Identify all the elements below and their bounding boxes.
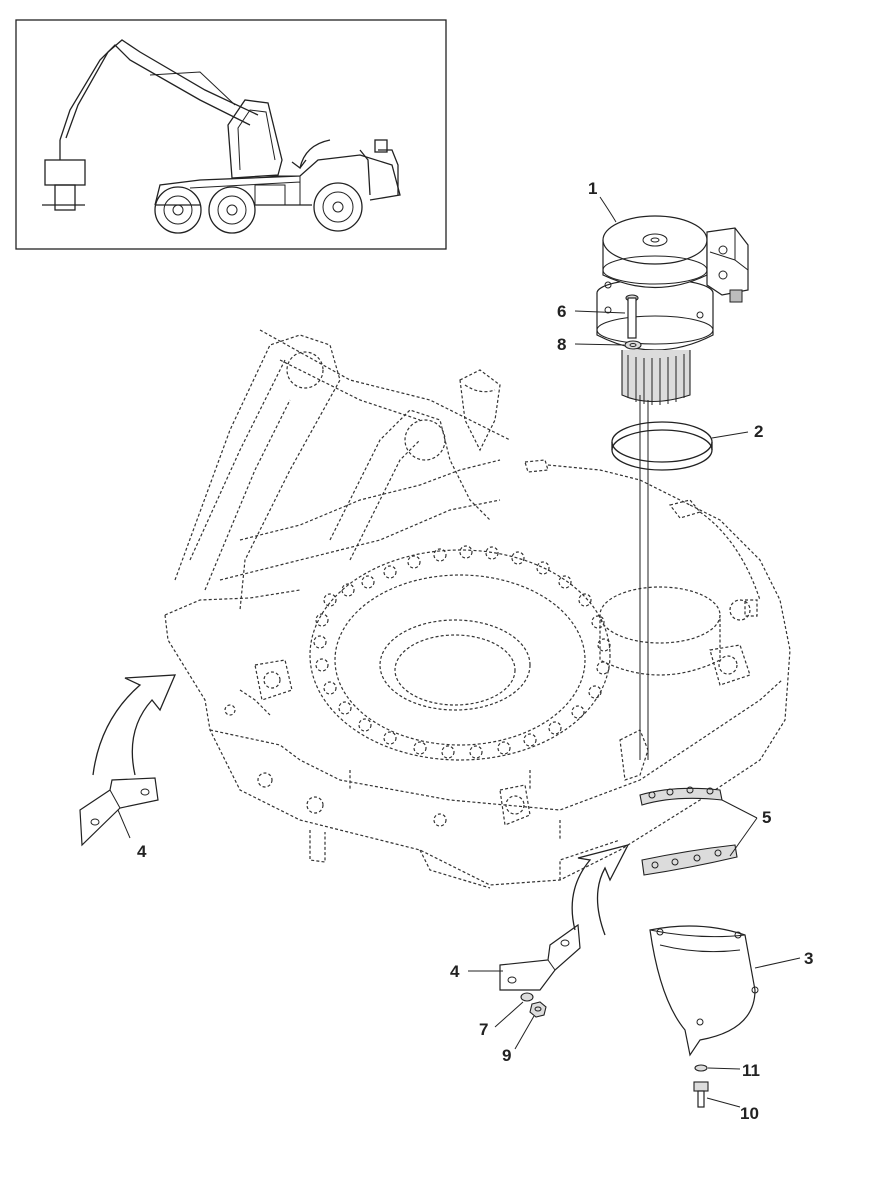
part-bracket-right — [499, 923, 581, 991]
assembly-alignment-line — [639, 395, 649, 760]
part-o-ring — [611, 421, 713, 471]
callout-labels: 1 2 3 4 4 5 6 7 8 9 10 11 — [137, 179, 813, 1123]
frame-dashed-outline — [164, 329, 791, 889]
callout-2: 2 — [754, 422, 763, 441]
callout-6: 6 — [557, 302, 566, 321]
leader-lines — [117, 196, 801, 1108]
part-bolt-6 — [625, 294, 639, 339]
part-washer-11 — [694, 1064, 708, 1072]
part-bracket-left — [79, 777, 159, 847]
machine-cab — [227, 99, 283, 179]
callout-7: 7 — [479, 1020, 488, 1039]
callout-5: 5 — [762, 808, 771, 827]
machine-crane-boom — [42, 39, 259, 211]
assembly-arrow-left — [92, 674, 177, 776]
part-washer-7 — [520, 992, 534, 1002]
part-washer-8 — [624, 340, 642, 350]
part-bolt-10 — [693, 1081, 709, 1108]
callout-11: 11 — [742, 1061, 760, 1080]
assembly-arrow-right — [571, 844, 630, 936]
callout-3: 3 — [804, 949, 813, 968]
frame-bolt-ring — [313, 545, 611, 759]
callout-10: 10 — [740, 1104, 759, 1123]
machine-wheels — [154, 182, 363, 234]
machine-chassis — [154, 139, 401, 206]
part-slewing-motor — [596, 215, 749, 405]
callout-9: 9 — [502, 1046, 511, 1065]
callout-1: 1 — [588, 179, 597, 198]
part-guard-cover — [649, 925, 759, 1057]
callout-4-right: 4 — [450, 962, 460, 981]
inset-pointer-arrow — [291, 139, 331, 170]
part-nut-9 — [529, 1001, 547, 1018]
callout-4-left: 4 — [137, 842, 147, 861]
machine-overview-inset — [15, 19, 447, 250]
callout-8: 8 — [557, 335, 566, 354]
part-segment-plates — [639, 786, 738, 876]
